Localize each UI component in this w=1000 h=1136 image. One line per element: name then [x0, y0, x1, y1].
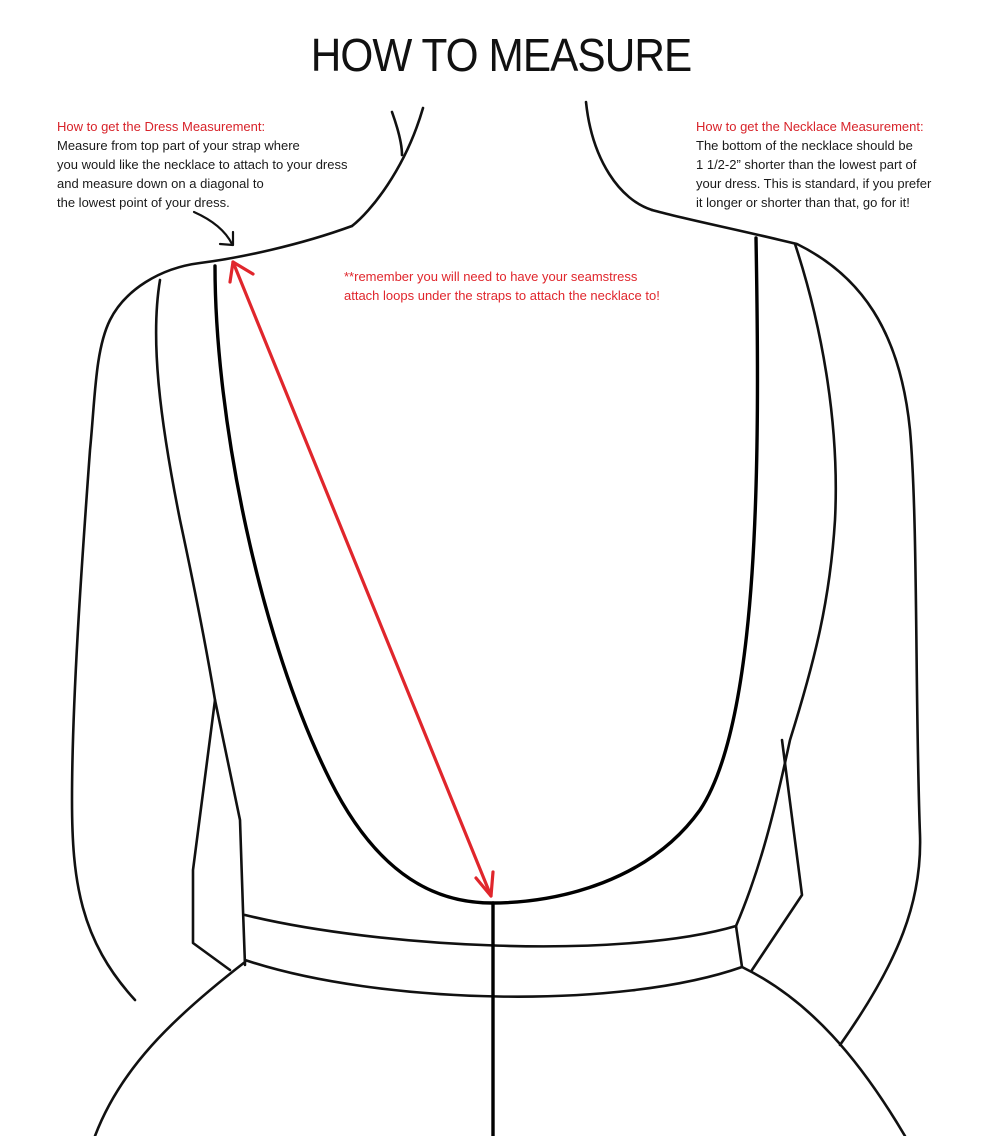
shoulder-line [70, 224, 354, 1002]
waistband-top [243, 913, 738, 948]
necklace-note-line: The bottom of the necklace should be [696, 138, 913, 153]
right-back-panel-line [734, 242, 838, 969]
seamstress-reminder-note: **remember you will need to have your se… [344, 267, 660, 305]
necklace-measurement-heading: How to get the Necklace Measurement: [696, 119, 924, 134]
necklace-note-line: it longer or shorter than that, go for i… [696, 195, 910, 210]
dress-measurement-heading: How to get the Dress Measurement: [57, 119, 266, 134]
neck-left-line [350, 106, 425, 228]
neck-left-outline [390, 110, 404, 157]
dress-note-line: and measure down on a diagonal to [57, 176, 264, 191]
necklace-measurement-note: How to get the Necklace Measurement: The… [696, 117, 931, 212]
dress-note-line: you would like the necklace to attach to… [57, 157, 348, 172]
measurement-arrow-icon [228, 260, 495, 898]
pointer-arrow-icon [192, 210, 235, 247]
left-back-panel-line [154, 278, 247, 967]
dress-note-line: the lowest point of your dress. [57, 195, 230, 210]
shoulder-line-right [650, 208, 922, 1047]
skirt-right-line [740, 965, 907, 1136]
necklace-note-line: 1 1/2-2” shorter than the lowest part of [696, 157, 917, 172]
skirt-left-line [93, 960, 247, 1136]
reminder-line: **remember you will need to have your se… [344, 269, 638, 284]
waistband-bottom [243, 958, 744, 998]
neck-right-outline [584, 100, 654, 212]
necklace-note-line: your dress. This is standard, if you pre… [696, 176, 932, 191]
back-neckline-curve [213, 236, 760, 905]
dress-note-line: Measure from top part of your strap wher… [57, 138, 300, 153]
right-arm-inner-line [750, 738, 804, 972]
reminder-line: attach loops under the straps to attach … [344, 288, 660, 303]
dress-measurement-note: How to get the Dress Measurement: Measur… [57, 117, 348, 212]
left-arm-inner-line [191, 698, 232, 972]
page-title: HOW TO MEASURE [310, 29, 693, 81]
